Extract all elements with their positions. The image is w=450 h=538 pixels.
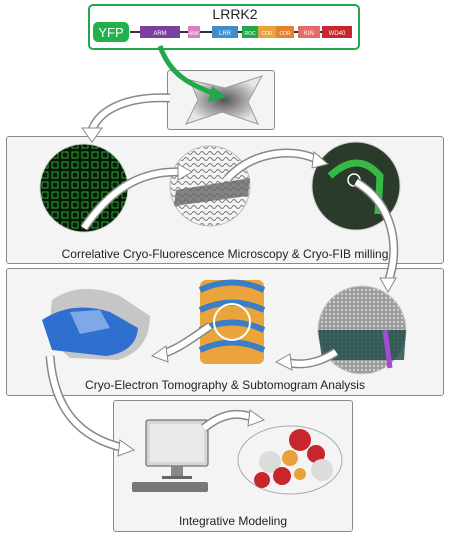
integrative-modeling-caption: Integrative Modeling <box>178 514 288 528</box>
integrative-model-image <box>237 425 343 495</box>
roc-label: ROC <box>244 31 256 37</box>
yfp-domain <box>93 22 129 42</box>
expression-arrow <box>157 45 219 98</box>
arm-domain <box>140 26 180 38</box>
arrow-map-to-modeling <box>47 355 125 451</box>
wd40-label: WD40 <box>329 31 346 37</box>
arrow-computer-to-model <box>202 411 256 431</box>
expression-arrow-head <box>208 86 226 102</box>
wd40-domain <box>322 26 352 38</box>
computer-icon <box>132 419 209 492</box>
kin-domain <box>298 26 320 38</box>
lrr-label: LRR <box>219 31 232 37</box>
kin-label: KIN <box>304 31 314 37</box>
arrow-fib-to-lamella <box>225 150 320 181</box>
lrrk2-title: LRRK2 <box>212 6 258 22</box>
cell-image <box>185 75 264 125</box>
arrow-lamella-to-tomogram <box>354 179 397 284</box>
correlative-microscopy-caption: Correlative Cryo-Fluorescence Microscopy… <box>61 247 389 261</box>
cor-a-domain <box>258 26 276 38</box>
tomography-caption: Cryo-Electron Tomography & Subtomogram A… <box>85 378 365 392</box>
lrr-domain <box>212 26 238 38</box>
cor-a-label: COR <box>261 31 273 37</box>
arrow-tomogram-to-filament <box>285 349 338 367</box>
ank-domain <box>188 26 200 38</box>
arm-label: ARM <box>153 31 166 37</box>
roc-domain <box>242 26 258 38</box>
arrow-grid-to-fib <box>81 168 183 230</box>
lrrk2-density-map <box>42 288 150 360</box>
arrow-cell-to-grid <box>89 94 171 132</box>
cor-b-label: COR <box>279 31 291 37</box>
filament-reconstruction-image <box>198 279 266 364</box>
yfp-label: YFP <box>98 25 123 40</box>
cor-b-domain <box>276 26 294 38</box>
ank-label: ANK <box>189 31 200 37</box>
